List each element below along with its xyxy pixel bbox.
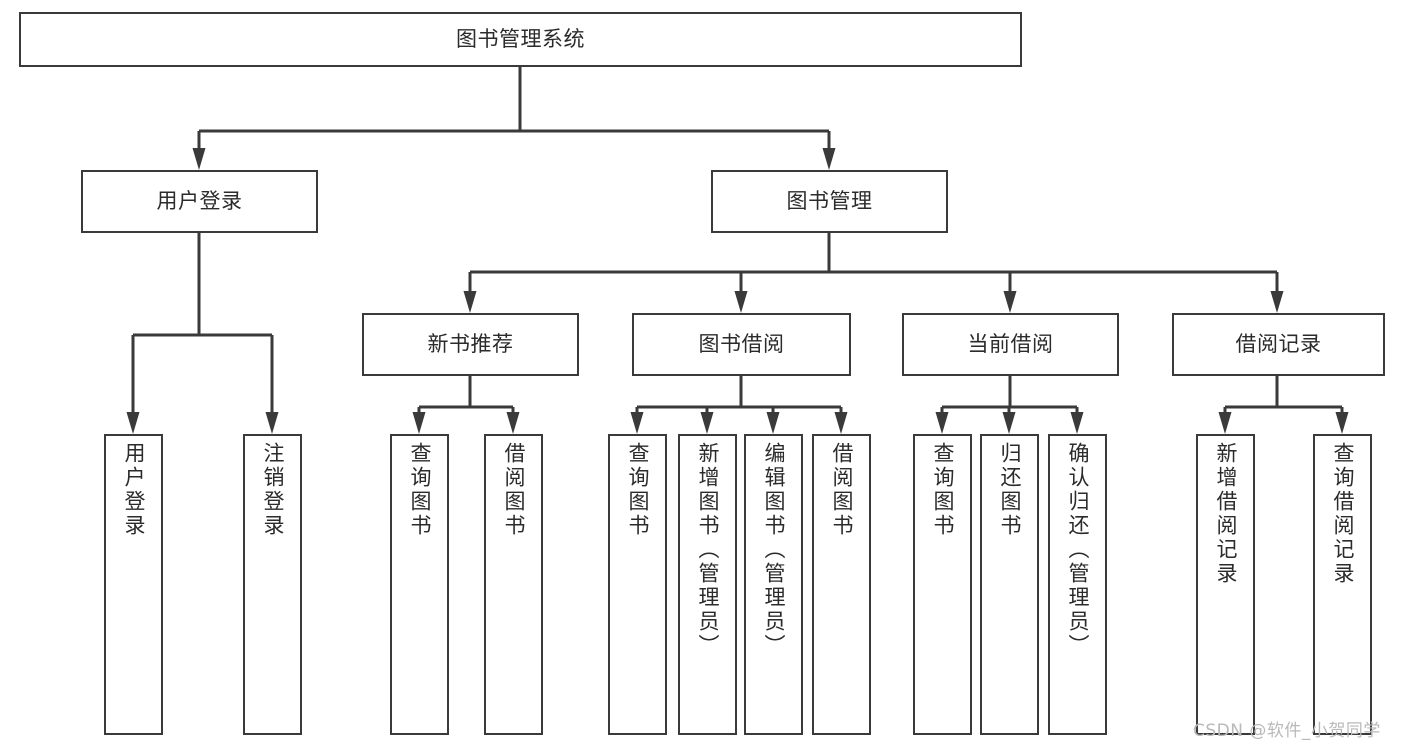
node-leaf-query-record[interactable]: 查询借阅记录 (1313, 434, 1372, 735)
node-label-leaf-edit-book: 编辑图书（管理员） (762, 442, 786, 658)
borrow-record-arrow-0-head (1218, 412, 1232, 434)
node-label-leaf-logout: 注销登录 (261, 442, 285, 538)
node-label-leaf-user-login: 用户登录 (122, 442, 146, 538)
node-book-manage[interactable]: 图书管理 (711, 170, 948, 233)
root-arrow-0-head (192, 148, 206, 170)
node-leaf-query-book-b[interactable]: 查询图书 (608, 434, 667, 735)
node-book-borrow[interactable]: 图书借阅 (632, 313, 851, 376)
user-login-arrow-0-head (126, 412, 140, 434)
book-borrow-arrow-1-head (700, 412, 714, 434)
node-label-root: 图书管理系统 (456, 27, 585, 52)
current-borrow-arrow-2-head (1070, 412, 1084, 434)
node-label-book-borrow: 图书借阅 (698, 332, 785, 357)
node-leaf-add-book[interactable]: 新增图书（管理员） (678, 434, 737, 735)
book-borrow-arrow-3-head (834, 412, 848, 434)
node-label-current-borrow: 当前借阅 (967, 332, 1054, 357)
node-label-leaf-query-book-c: 查询图书 (931, 442, 955, 538)
node-label-leaf-query-book-b: 查询图书 (626, 442, 650, 538)
book-manage-arrow-3-head (1270, 291, 1284, 313)
current-borrow-arrow-1-head (1002, 412, 1016, 434)
node-current-borrow[interactable]: 当前借阅 (902, 313, 1119, 376)
book-borrow-arrow-0-head (630, 412, 644, 434)
node-label-borrow-record: 借阅记录 (1235, 332, 1322, 357)
node-leaf-return-book[interactable]: 归还图书 (980, 434, 1039, 735)
node-root[interactable]: 图书管理系统 (19, 12, 1022, 67)
node-label-leaf-borrow-book-a: 借阅图书 (502, 442, 526, 538)
new-book-rec-arrow-0-head (412, 412, 426, 434)
book-manage-arrow-1-head (734, 291, 748, 313)
node-leaf-add-record[interactable]: 新增借阅记录 (1196, 434, 1255, 735)
node-leaf-logout[interactable]: 注销登录 (243, 434, 302, 735)
node-leaf-confirm-return[interactable]: 确认归还（管理员） (1048, 434, 1107, 735)
node-label-book-manage: 图书管理 (786, 189, 873, 214)
book-manage-arrow-0-head (463, 291, 477, 313)
node-label-leaf-add-record: 新增借阅记录 (1214, 442, 1238, 586)
node-label-leaf-confirm-return: 确认归还（管理员） (1066, 442, 1090, 658)
node-label-leaf-query-book-a: 查询图书 (408, 442, 432, 538)
node-label-leaf-return-book: 归还图书 (998, 442, 1022, 538)
current-borrow-arrow-0-head (935, 412, 949, 434)
book-borrow-arrow-2-head (766, 412, 780, 434)
node-label-new-book-rec: 新书推荐 (427, 332, 514, 357)
node-label-user-login: 用户登录 (156, 189, 243, 214)
book-manage-arrow-2-head (1003, 291, 1017, 313)
borrow-record-arrow-1-head (1335, 412, 1349, 434)
node-new-book-rec[interactable]: 新书推荐 (362, 313, 579, 376)
node-label-leaf-add-book: 新增图书（管理员） (696, 442, 720, 658)
node-leaf-borrow-book-b[interactable]: 借阅图书 (812, 434, 871, 735)
node-label-leaf-query-record: 查询借阅记录 (1331, 442, 1355, 586)
node-leaf-query-book-c[interactable]: 查询图书 (913, 434, 972, 735)
node-leaf-user-login[interactable]: 用户登录 (104, 434, 163, 735)
node-label-leaf-borrow-book-b: 借阅图书 (830, 442, 854, 538)
new-book-rec-arrow-1-head (506, 412, 520, 434)
node-leaf-edit-book[interactable]: 编辑图书（管理员） (744, 434, 803, 735)
node-user-login[interactable]: 用户登录 (81, 170, 318, 233)
node-borrow-record[interactable]: 借阅记录 (1172, 313, 1385, 376)
node-leaf-borrow-book-a[interactable]: 借阅图书 (484, 434, 543, 735)
user-login-arrow-1-head (265, 412, 279, 434)
root-arrow-1-head (822, 148, 836, 170)
node-leaf-query-book-a[interactable]: 查询图书 (390, 434, 449, 735)
